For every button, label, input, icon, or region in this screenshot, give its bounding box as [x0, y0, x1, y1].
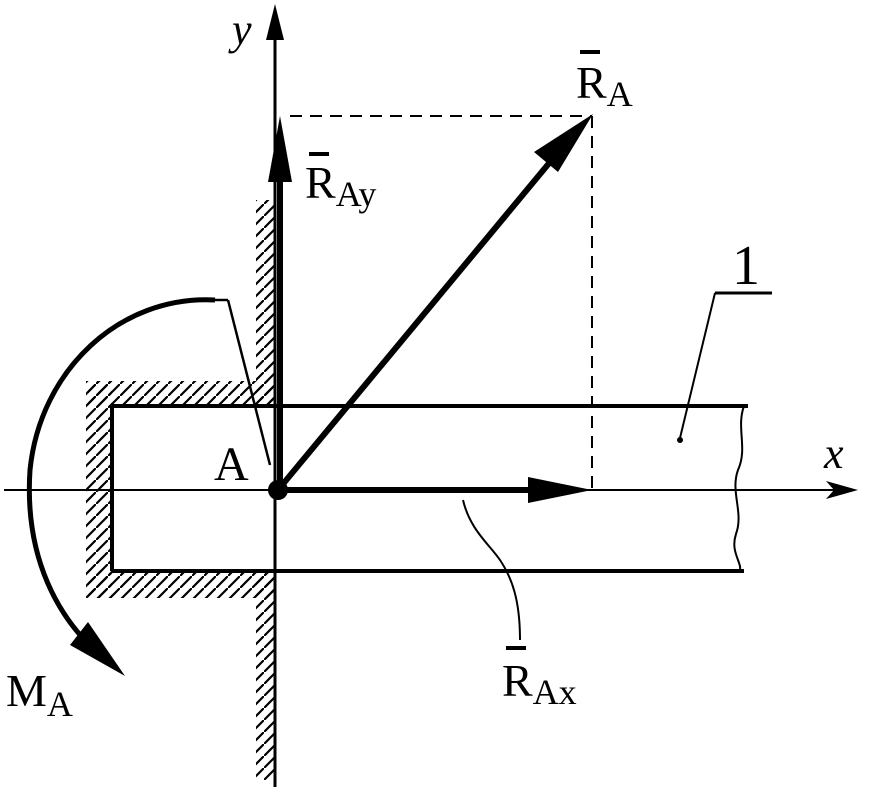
- y-axis-arrowhead: [266, 4, 284, 40]
- moment-arc: [26, 297, 216, 657]
- body-number-leader: [679, 292, 716, 439]
- beam-break-line: [733, 405, 745, 572]
- svg-text:RAx: RAx: [502, 655, 577, 712]
- svg-text:RAy: RAy: [305, 157, 376, 214]
- y-axis-label: y: [228, 5, 252, 54]
- ray-label: RAy: [305, 152, 376, 214]
- ra-label: RA: [576, 50, 633, 114]
- dashed-construction-lines: [290, 115, 593, 488]
- svg-text:MA: MA: [6, 665, 73, 724]
- ray-vector-arrowhead: [268, 116, 292, 182]
- ra-label-sub: A: [607, 74, 633, 114]
- rax-leader-line: [462, 499, 521, 641]
- rax-label-base: R: [502, 655, 533, 706]
- ray-label-base: R: [305, 157, 336, 208]
- ra-vector-arrowhead: [534, 114, 593, 172]
- body-number-label: 1: [732, 235, 760, 297]
- svg-text:RA: RA: [576, 57, 633, 114]
- ra-label-base: R: [576, 57, 607, 108]
- ma-label-sub: A: [47, 684, 73, 724]
- ma-label: MA: [6, 665, 73, 724]
- x-axis-label: x: [823, 429, 844, 478]
- body-number-dot: [677, 437, 683, 443]
- beam: [110, 404, 748, 573]
- rax-label-sub: Ax: [533, 672, 577, 712]
- ray-label-sub: Ay: [336, 174, 377, 214]
- moment-leader-line-2: [226, 299, 272, 466]
- point-a-dot: [268, 480, 288, 500]
- moment-arrowhead: [70, 622, 125, 676]
- ma-label-base: M: [6, 665, 47, 716]
- rax-label: RAx: [502, 646, 577, 712]
- rax-vector-arrowhead: [528, 477, 592, 503]
- ra-vector-shaft: [275, 148, 563, 492]
- point-a-label: A: [214, 438, 249, 491]
- x-axis-arrowhead: [826, 481, 858, 499]
